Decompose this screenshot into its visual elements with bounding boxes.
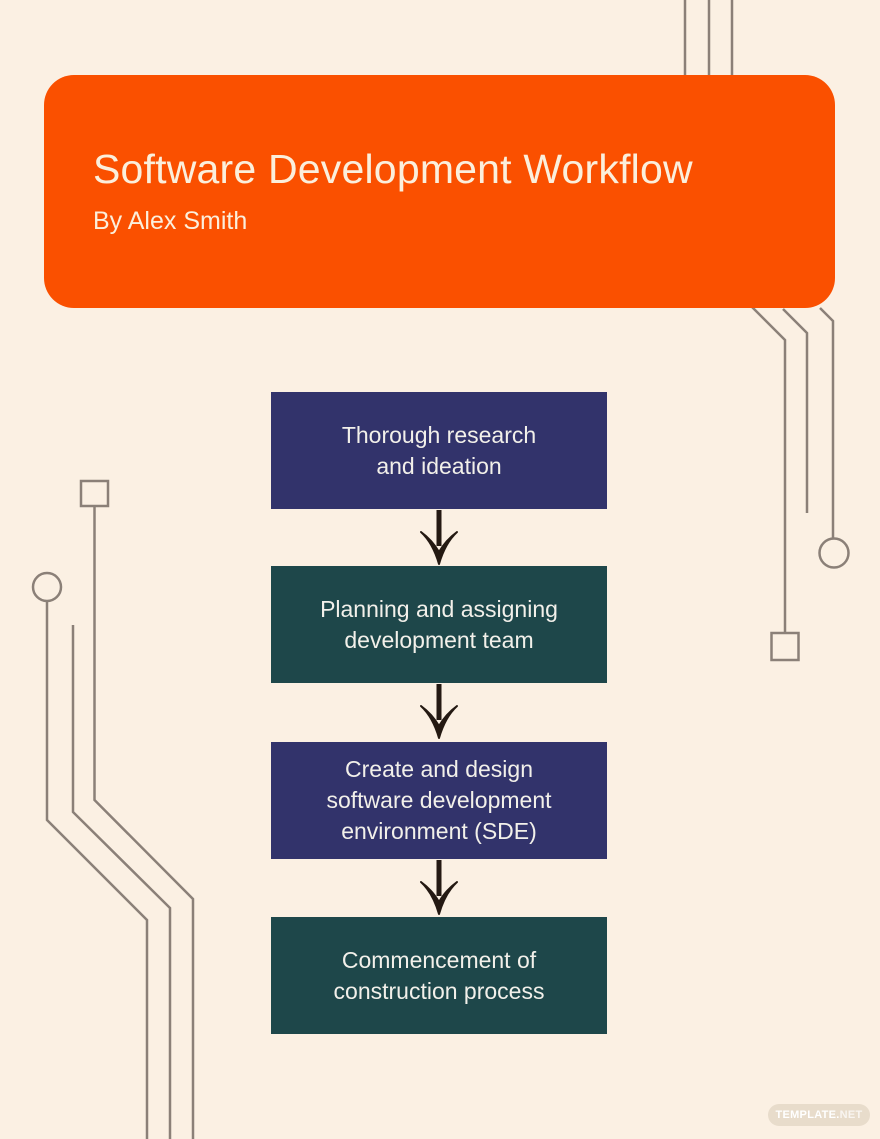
flow-step-sde-design: Create and design software development e… — [271, 742, 607, 859]
step-label-line: and ideation — [376, 452, 502, 479]
flow-step-research: Thorough research and ideation — [271, 392, 607, 509]
step-label-line: Thorough research — [341, 421, 537, 448]
decor-line — [45, 601, 149, 1139]
watermark-tld: NET — [839, 1109, 863, 1121]
decor-line — [782, 308, 809, 513]
page-title: Software Development Workflow — [93, 145, 693, 192]
step-label-line: Create and design — [345, 756, 533, 782]
step-label-line: environment (SDE) — [341, 818, 537, 844]
decor-circle — [818, 537, 850, 569]
decor-line — [819, 307, 835, 539]
step-label-line: Planning and assigning — [320, 595, 558, 622]
step-label-line: software development — [326, 787, 552, 813]
step-label-line: construction process — [333, 977, 545, 1004]
flow-step-construction: Commencement of construction process — [271, 917, 607, 1034]
step-label-line: development team — [344, 626, 534, 653]
decor-square — [79, 479, 110, 508]
decor-line — [93, 506, 195, 1139]
decor-square — [770, 631, 800, 662]
watermark-brand: TEMPLATE. — [775, 1109, 840, 1121]
down-arrow-icon — [420, 510, 458, 565]
decor-circle — [31, 571, 63, 603]
flow-step-planning: Planning and assigning development team — [271, 566, 607, 683]
decor-line — [71, 625, 172, 1139]
decor-line — [751, 306, 787, 633]
template-net-watermark: TEMPLATE.NET — [768, 1104, 870, 1126]
down-arrow-icon — [420, 684, 458, 739]
down-arrow-icon — [420, 860, 458, 915]
step-label-line: Commencement of — [341, 946, 537, 973]
header-banner: Software Development Workflow By Alex Sm… — [44, 75, 835, 308]
page-subtitle: By Alex Smith — [93, 207, 248, 236]
